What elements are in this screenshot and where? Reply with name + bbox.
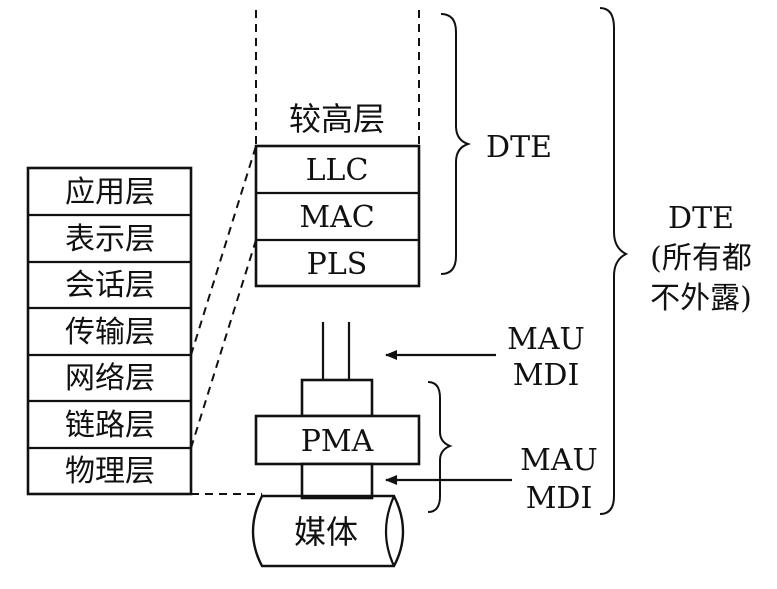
mau-top-block [300, 378, 374, 418]
osi-stack-frame [26, 166, 193, 496]
interface-lower-mdi: MDI [526, 481, 593, 516]
mau-bottom-block [300, 462, 374, 500]
osi-layer-application: 应用层 [65, 175, 155, 210]
interface-lower-mau: MAU [520, 443, 598, 478]
dte-stack-frame [254, 144, 421, 288]
dte-all-brace [599, 7, 629, 515]
osi-layer-session: 会话层 [65, 268, 155, 303]
interface-upper-mau: MAU [507, 322, 585, 357]
mapping-line-top [190, 145, 257, 356]
mapping-line-bottom [190, 239, 257, 449]
upper-layers-label: 较高层 [289, 100, 385, 138]
osi-layer-datalink: 链路层 [65, 408, 155, 443]
osi-layer-transport: 传输层 [65, 315, 155, 350]
osi-stack: 应用层 表示层 会话层 传输层 网络层 链路层 物理层 [26, 166, 193, 496]
dte-brace [440, 13, 472, 275]
layer-llc: LLC [306, 153, 369, 188]
dte-all-line3: 不外露) [650, 281, 752, 316]
interface-upper-mdi: MDI [513, 358, 580, 393]
layer-pls: PLS [307, 247, 368, 282]
medium-shape: 媒体 [251, 494, 405, 568]
pma-label: PMA [301, 424, 374, 459]
dte-brace-label: DTE [486, 130, 552, 165]
dte-all-line1: DTE [668, 201, 734, 236]
osi-layer-network: 网络层 [65, 361, 155, 396]
mau-assembly: PMA [254, 378, 421, 500]
osi-layer-presentation: 表示层 [65, 222, 155, 257]
medium-inner-curve [384, 495, 396, 567]
mau-brace [427, 381, 453, 513]
osi-layer-physical: 物理层 [65, 454, 155, 489]
pma-box [254, 414, 421, 466]
layer-mac: MAC [299, 200, 374, 235]
dte-stack: LLC MAC PLS [254, 144, 421, 288]
medium-label: 媒体 [294, 513, 358, 551]
dte-all-line2: (所有都 [650, 241, 752, 276]
